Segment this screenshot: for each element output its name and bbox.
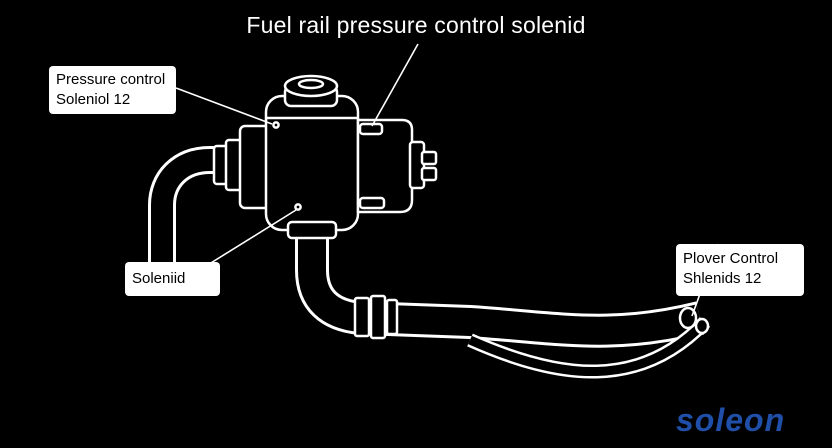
callout-plover-control-line1: Plover Control [683, 250, 779, 267]
brand-logo: soleon [676, 402, 786, 438]
callout-plover-control: Plover Control Shlenids 12 [676, 244, 804, 296]
hose-coupling [353, 294, 399, 340]
callout-plover-control-line2: Shlenids 12 [683, 270, 762, 287]
diagram-title: Fuel rail pressure control solenid [246, 12, 586, 38]
outlet-hose [295, 235, 711, 379]
left-fitting [212, 124, 272, 210]
hose-ends [678, 306, 710, 335]
left-hose [148, 146, 240, 262]
callout-solenoid-line1: Soleniid [132, 270, 186, 287]
callout-pressure-control-line1: Pressure control [56, 71, 166, 88]
solenoid-body [264, 74, 438, 240]
callout-pressure-control-line2: Soleniol 12 [56, 91, 131, 108]
callout-solenoid: Soleniid [125, 262, 220, 296]
callout-pressure-control: Pressure control Soleniol 12 [49, 66, 176, 114]
